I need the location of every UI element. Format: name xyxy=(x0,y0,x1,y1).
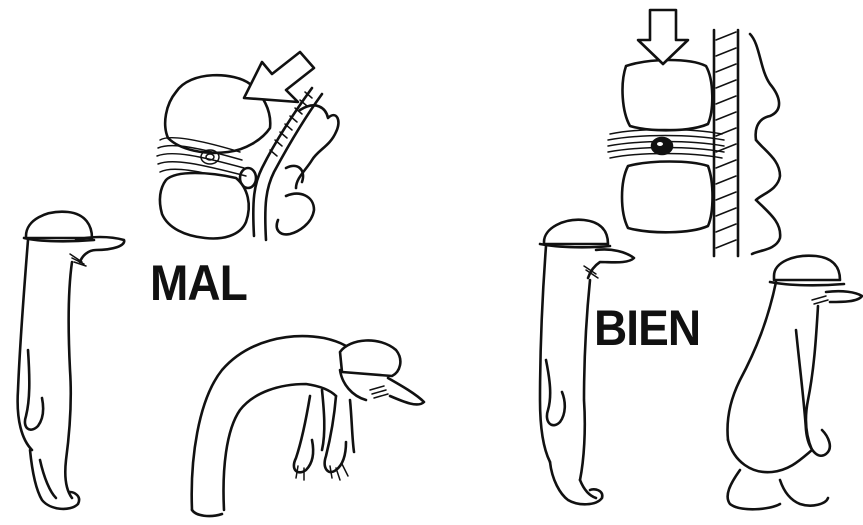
bending-figure-bad xyxy=(192,336,424,516)
label-bad: MAL xyxy=(150,258,247,308)
squatting-figure-good xyxy=(728,256,863,510)
cap-icon xyxy=(544,220,608,244)
lower-vertebra-good xyxy=(622,162,713,233)
standing-figure-good xyxy=(540,220,634,505)
cap-icon xyxy=(26,212,92,238)
label-good: BIEN xyxy=(594,303,700,353)
cap-icon xyxy=(774,256,840,280)
standing-figure-bad xyxy=(18,212,125,509)
pressure-arrow-good xyxy=(638,10,688,64)
disc-good xyxy=(608,130,724,159)
pressure-arrow-bad xyxy=(244,52,314,102)
upper-vertebra-good xyxy=(623,60,713,130)
lower-vertebra-bad xyxy=(160,173,249,238)
spine-detail-good xyxy=(608,30,780,256)
cap-icon xyxy=(340,340,400,376)
spine-detail-bad xyxy=(157,75,338,240)
